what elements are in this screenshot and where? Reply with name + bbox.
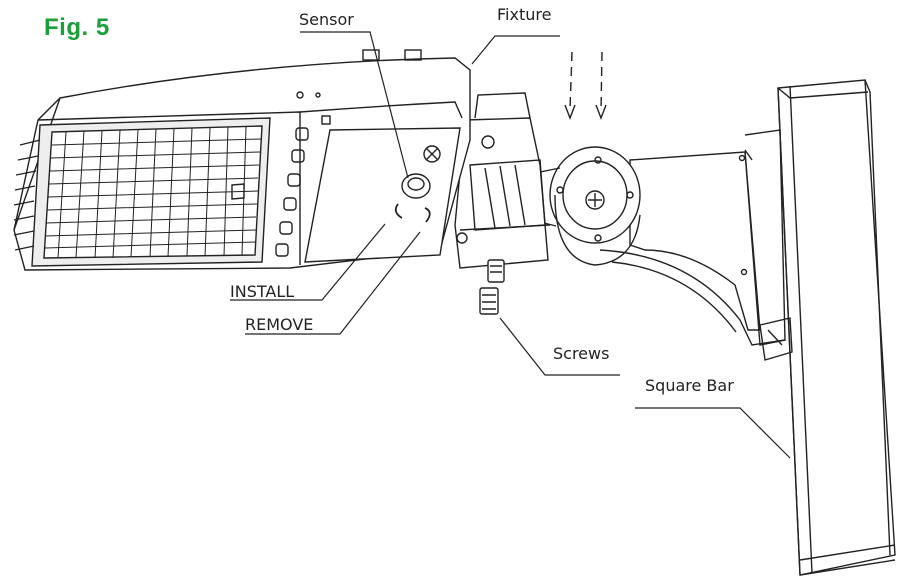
- sensor-plate: [304, 115, 461, 263]
- remove-label: REMOVE: [245, 315, 314, 334]
- screws: [479, 259, 505, 315]
- install-leader: [230, 223, 386, 301]
- square-bar-leader: [635, 407, 791, 459]
- fixture-leader: [471, 35, 560, 65]
- side-buttons: [275, 127, 309, 257]
- sensor-leader: [300, 31, 409, 179]
- fixture-label: Fixture: [497, 5, 552, 24]
- drop-arrows: [564, 51, 607, 120]
- figure-title: Fig. 5: [44, 14, 110, 41]
- square-bar: [777, 79, 896, 576]
- led-panel: [13, 117, 271, 267]
- screws-leader: [499, 317, 620, 376]
- install-label: INSTALL: [230, 282, 295, 301]
- sensor-label: Sensor: [299, 10, 354, 29]
- leader-lines: [230, 31, 791, 459]
- knuckle-clamp: [539, 146, 641, 266]
- remove-leader: [245, 231, 421, 335]
- screws-label: Screws: [553, 344, 610, 363]
- square-bar-label: Square Bar: [645, 376, 734, 395]
- adapter-block: [454, 92, 551, 269]
